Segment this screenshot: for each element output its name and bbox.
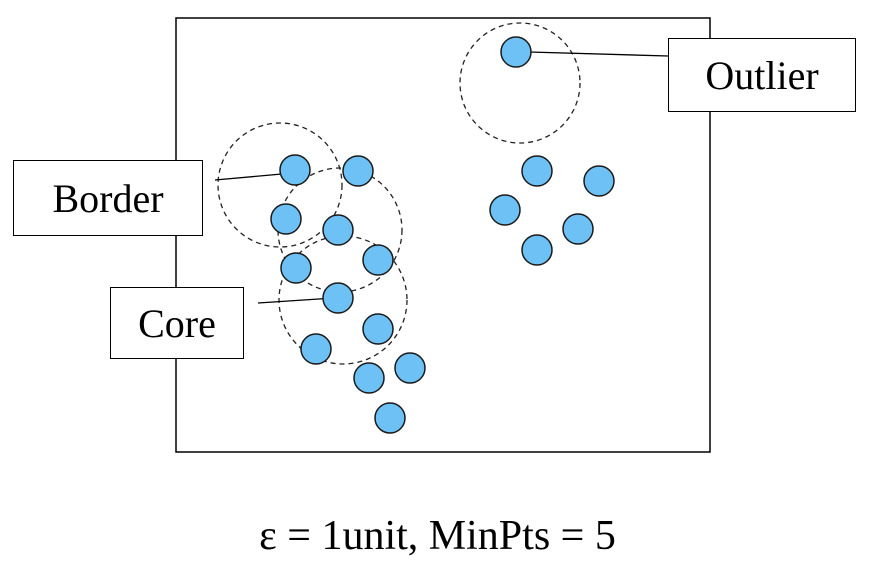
data-point (300, 333, 332, 365)
data-point (362, 244, 394, 276)
data-point (280, 252, 312, 284)
plot-frame (175, 17, 711, 453)
data-point (489, 194, 521, 226)
data-point (353, 362, 385, 394)
border-label-text: Border (52, 175, 164, 221)
data-point (500, 36, 532, 68)
caption: ε = 1unit, MinPts = 5 (259, 513, 616, 559)
eps-neighborhood-middle (277, 167, 403, 293)
data-point (362, 313, 394, 345)
data-point (562, 213, 594, 245)
data-point (583, 165, 615, 197)
data-point (270, 203, 302, 235)
border-label: Border (13, 160, 203, 236)
outlier-leader-line (528, 51, 669, 57)
data-point (279, 154, 311, 186)
data-point (394, 352, 426, 384)
data-point (322, 214, 354, 246)
data-point (342, 155, 374, 187)
outlier-label: Outlier (668, 38, 856, 112)
data-point (521, 155, 553, 187)
data-point (521, 234, 553, 266)
core-leader-line (257, 297, 335, 304)
core-label: Core (110, 287, 244, 359)
eps-neighborhood-border (217, 122, 343, 248)
eps-neighborhood-outlier (459, 22, 581, 144)
data-point (374, 402, 406, 434)
data-point (322, 282, 354, 314)
outlier-label-text: Outlier (705, 52, 819, 98)
core-label-text: Core (138, 300, 216, 346)
